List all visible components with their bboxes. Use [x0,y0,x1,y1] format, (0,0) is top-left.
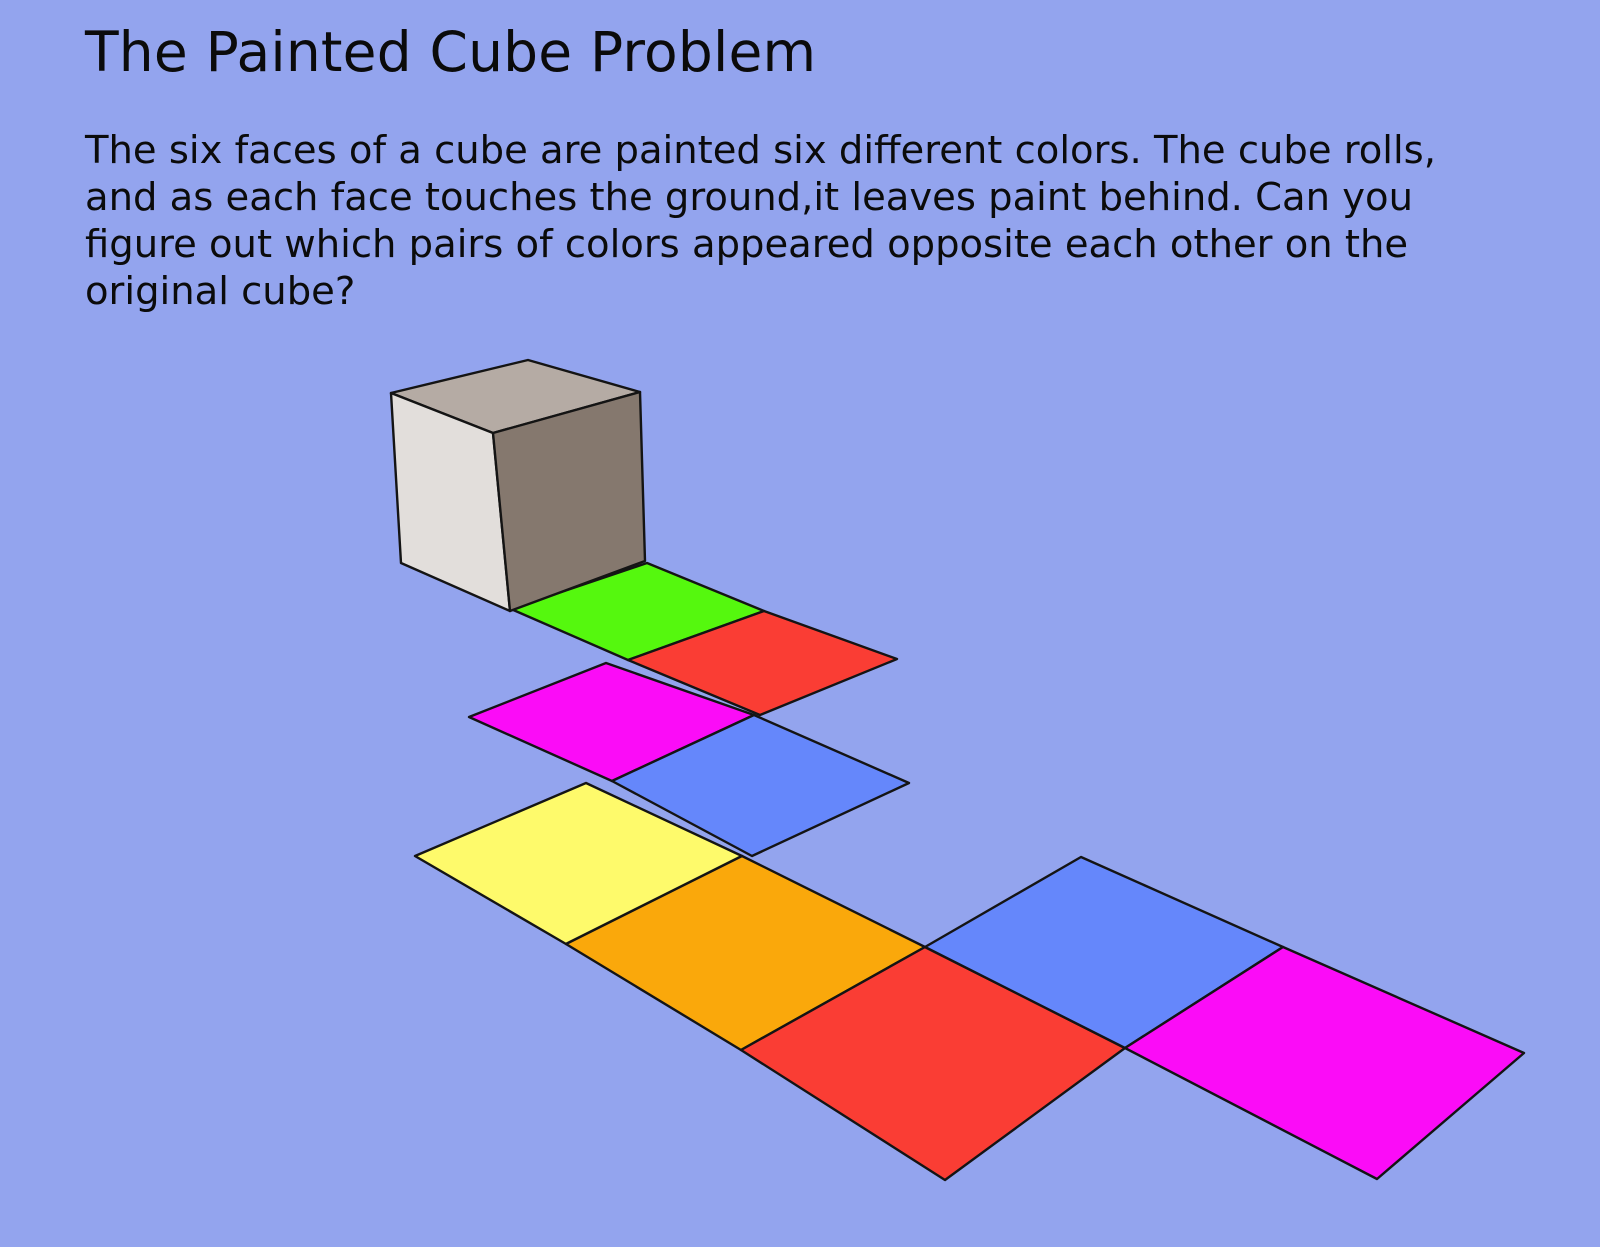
paint-trail [413,561,1526,1182]
cube-side-face [491,390,647,613]
trail-square-blue [610,713,911,858]
description-line: and as each face touches the ground,it l… [85,175,1413,220]
description-line: original cube? [85,269,356,314]
painted-cube [389,358,647,613]
trail-square-red [626,609,899,717]
problem-description: The six faces of a cube are painted six … [85,127,1525,315]
description-line: The six faces of a cube are painted six … [85,128,1436,173]
description-line: figure out which pairs of colors appeare… [85,222,1409,267]
trail-square-magenta-large [1123,945,1526,1181]
page-title: The Painted Cube Problem [85,20,817,84]
